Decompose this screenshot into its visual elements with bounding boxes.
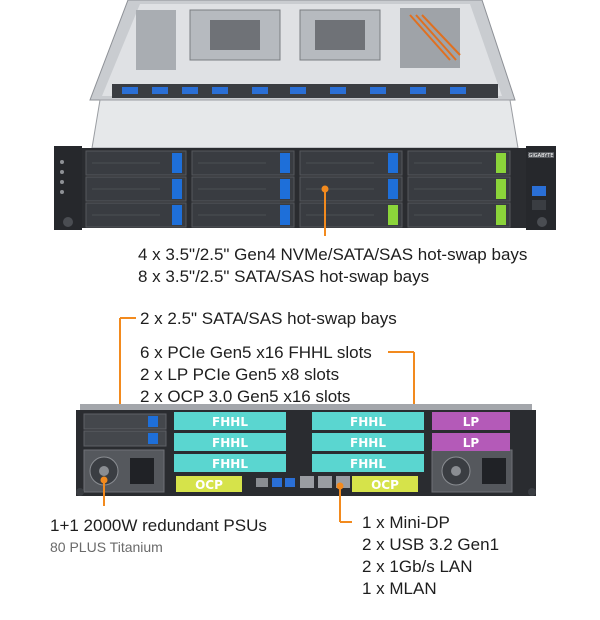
- brand-logo: GIGABYTE: [528, 153, 553, 159]
- io-line4: 1 x MLAN: [362, 579, 437, 598]
- fhhl-label-3: FHHL: [212, 457, 248, 471]
- ocp-label-1: OCP: [195, 478, 223, 492]
- front-bays-line1: 4 x 3.5"/2.5" Gen4 NVMe/SATA/SAS hot-swa…: [138, 245, 528, 264]
- io-line2: 2 x USB 3.2 Gen1: [362, 535, 500, 554]
- io-line3: 2 x 1Gb/s LAN: [362, 557, 473, 576]
- fhhl-label-1: FHHL: [212, 415, 248, 429]
- rear-bays-callout: 2 x 2.5" SATA/SAS hot-swap bays: [140, 308, 397, 330]
- pcie-line1: 6 x PCIe Gen5 x16 FHHL slots: [140, 343, 372, 362]
- fhhl-label-5: FHHL: [350, 436, 386, 450]
- psu-title: 1+1 2000W redundant PSUs: [50, 516, 267, 535]
- pcie-callout: 6 x PCIe Gen5 x16 FHHL slots 2 x LP PCIe…: [140, 342, 372, 408]
- psu-subtitle: 80 PLUS Titanium: [50, 539, 163, 555]
- lp-label-1: LP: [463, 415, 480, 429]
- ocp-label-2: OCP: [371, 478, 399, 492]
- fhhl-label-6: FHHL: [350, 457, 386, 471]
- fhhl-label-2: FHHL: [212, 436, 248, 450]
- fhhl-label-4: FHHL: [350, 415, 386, 429]
- rear-bays-line1: 2 x 2.5" SATA/SAS hot-swap bays: [140, 309, 397, 328]
- pcie-line2: 2 x LP PCIe Gen5 x8 slots: [140, 365, 340, 384]
- front-bays-callout: 4 x 3.5"/2.5" Gen4 NVMe/SATA/SAS hot-swa…: [138, 244, 527, 288]
- front-server-illustration: GIGABYTE: [54, 0, 556, 236]
- front-bays-line2: 8 x 3.5"/2.5" SATA/SAS hot-swap bays: [138, 267, 430, 286]
- pcie-line3: 2 x OCP 3.0 Gen5 x16 slots: [140, 387, 351, 406]
- rear-server-illustration: FHHL FHHL FHHL FHHL FHHL FHHL LP LP OCP …: [76, 317, 536, 523]
- io-callout: 1 x Mini-DP 2 x USB 3.2 Gen1 2 x 1Gb/s L…: [362, 512, 499, 600]
- psu-callout: 1+1 2000W redundant PSUs 80 PLUS Titaniu…: [50, 515, 267, 555]
- io-line1: 1 x Mini-DP: [362, 513, 450, 532]
- lp-label-2: LP: [463, 436, 480, 450]
